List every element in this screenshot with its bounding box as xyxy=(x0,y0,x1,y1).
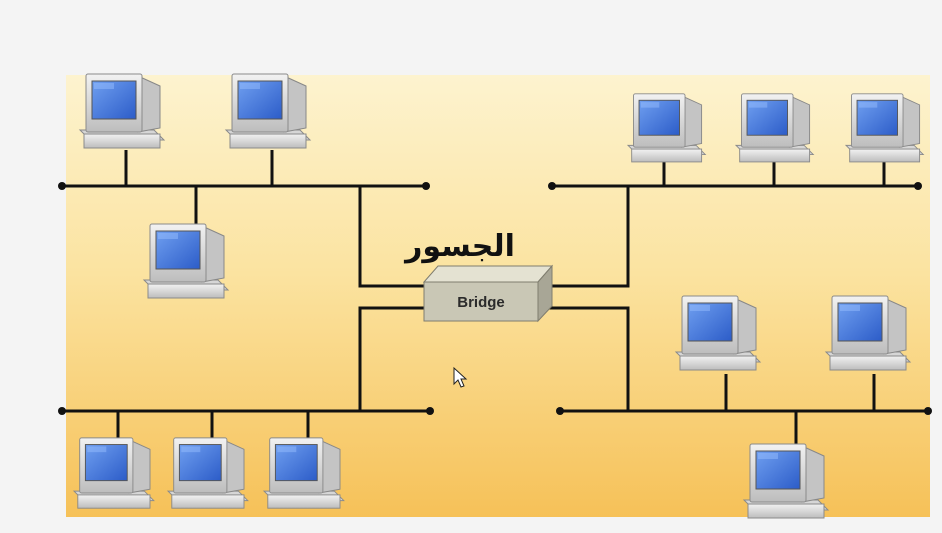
computer-icon xyxy=(79,73,165,149)
bus-end-dot xyxy=(556,407,564,415)
bus-end-dot xyxy=(924,407,932,415)
segment-bottom-left xyxy=(58,407,434,509)
bus-end-dot xyxy=(58,407,66,415)
computer-icon xyxy=(263,437,345,509)
computer-icon xyxy=(167,437,249,509)
segment-top-left xyxy=(58,73,430,299)
computer-icon xyxy=(675,295,761,371)
computer-icon xyxy=(225,73,311,149)
bus-end-dot xyxy=(422,182,430,190)
computer-icon xyxy=(825,295,911,371)
bus-end-dot xyxy=(548,182,556,190)
computer-icon xyxy=(143,223,229,299)
computer-icon xyxy=(845,93,924,163)
mouse-cursor-icon xyxy=(453,366,468,388)
bus-end-dot xyxy=(426,407,434,415)
computer-icon xyxy=(73,437,155,509)
bridge-device: Bridge xyxy=(422,264,554,323)
computer-icon xyxy=(743,443,829,519)
segment-top-right xyxy=(548,93,924,190)
bus-end-dot xyxy=(914,182,922,190)
bridge-label: Bridge xyxy=(457,294,505,311)
computer-icon xyxy=(735,93,814,163)
bridge-connections xyxy=(358,186,630,411)
bus-end-dot xyxy=(58,182,66,190)
segment-bottom-right xyxy=(556,295,932,519)
diagram-title: الجسور xyxy=(403,229,515,264)
computer-icon xyxy=(627,93,706,163)
